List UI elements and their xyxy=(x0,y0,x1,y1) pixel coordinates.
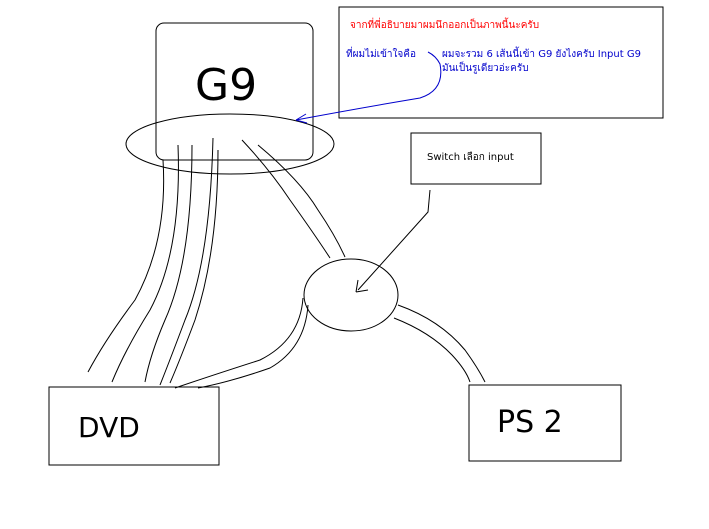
input-group-ellipse xyxy=(125,113,335,175)
switch-arrow xyxy=(357,189,431,291)
dvd-box xyxy=(48,386,220,466)
switch-label: Switch เลือก input xyxy=(427,151,514,163)
note-title: จากที่พี่อธิบายมาผมนึกออกเป็นภาพนี้นะครั… xyxy=(350,17,539,31)
note-arrow-head-icon xyxy=(295,113,308,124)
switch-box xyxy=(410,132,542,185)
note-question-label: ที่ผมไม่เข้าใจคือ xyxy=(346,46,416,60)
switch-arrow-head-icon xyxy=(355,279,369,293)
note-arrow xyxy=(295,51,442,121)
dvd-label: DVD xyxy=(78,411,140,444)
ps2-label: PS 2 xyxy=(497,405,563,440)
ps2-cables xyxy=(393,304,486,383)
switch-circle xyxy=(303,258,399,332)
dvd-cables xyxy=(87,137,309,389)
note-box xyxy=(338,6,664,119)
ps2-box xyxy=(468,384,622,462)
note-question-line1: ผมจะรวม 6 เส้นนี้เข้า G9 ยังไงครับ Input… xyxy=(442,46,641,60)
note-question-line2: มันเป็นรูเดียวอ่ะครับ xyxy=(442,60,529,74)
g9-switch-cables xyxy=(241,139,346,259)
g9-label: G9 xyxy=(195,60,257,111)
g9-box xyxy=(155,22,314,161)
